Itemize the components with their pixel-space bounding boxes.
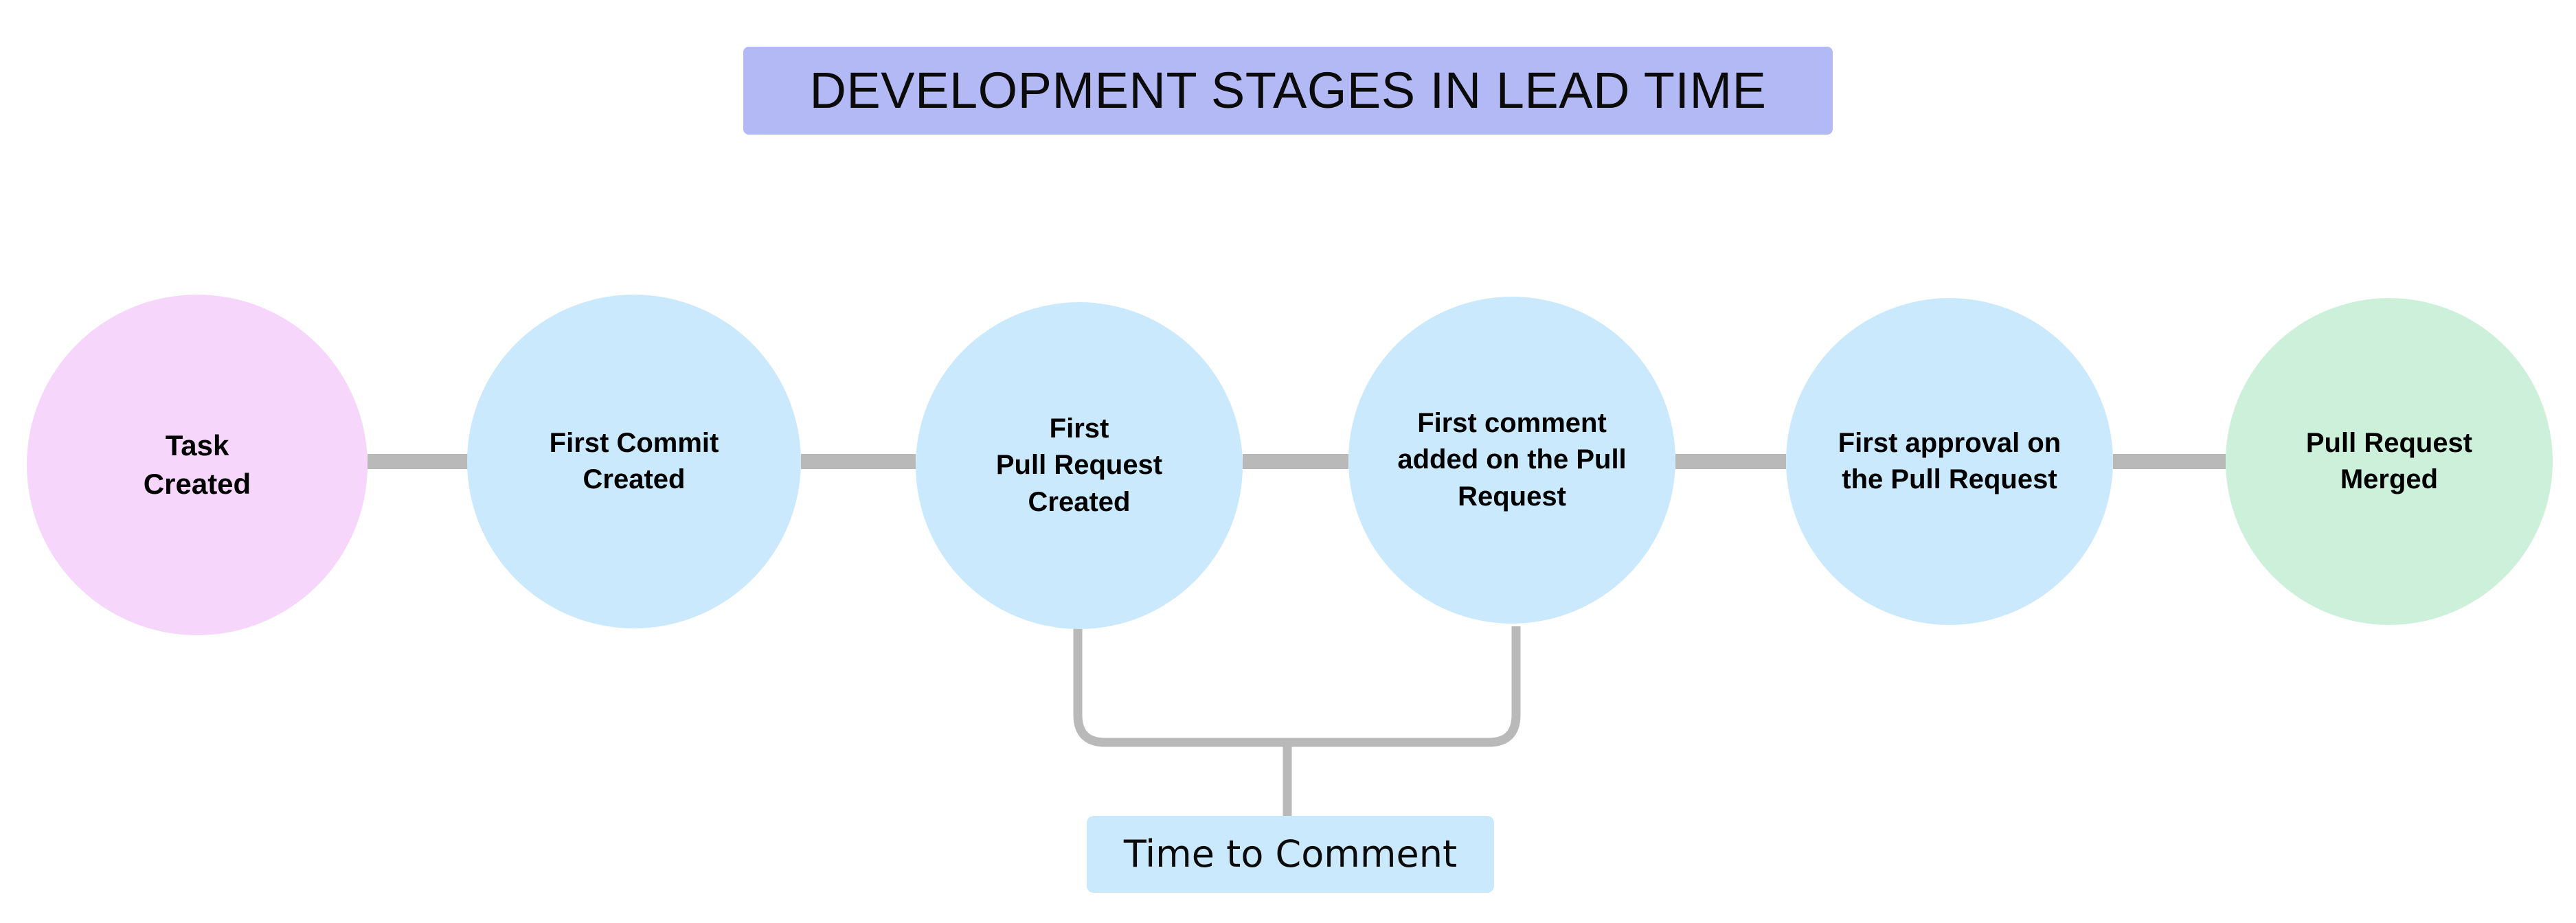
bracket-left-arm — [1073, 626, 1287, 747]
annotation-bracket — [1073, 626, 1521, 817]
stage-label-line: Merged — [2340, 464, 2439, 494]
connector-link-2-3 — [801, 454, 916, 469]
stage-label-line: First Commit — [549, 427, 719, 458]
connector-link-5-6 — [2113, 454, 2226, 469]
stage-label-line: Pull Request — [2305, 427, 2473, 458]
stage-label-first-pull-request-created: First Pull Request Created — [984, 411, 1175, 521]
connector-link-1-2 — [368, 454, 474, 469]
stage-node-first-comment-added[interactable]: First comment added on the Pull Request — [1348, 297, 1675, 624]
stage-node-first-commit-created[interactable]: First Commit Created — [467, 295, 801, 628]
stage-label-task-created: Task Created — [131, 426, 263, 503]
stage-node-pull-request-merged[interactable]: Pull Request Merged — [2226, 298, 2553, 625]
connector-link-4-5 — [1675, 454, 1786, 469]
stage-label-line: the Pull Request — [1842, 464, 2057, 494]
diagram-title-banner: DEVELOPMENT STAGES IN LEAD TIME — [743, 47, 1833, 135]
stage-label-line: Created — [143, 468, 251, 500]
annotation-time-to-comment[interactable]: Time to Comment — [1087, 816, 1494, 893]
stage-label-line: Task — [165, 429, 229, 462]
stage-label-line: Created — [1028, 486, 1131, 517]
stage-label-pull-request-merged: Pull Request Merged — [2294, 425, 2485, 498]
annotation-label: Time to Comment — [1123, 832, 1458, 876]
bracket-right-arm — [1287, 626, 1521, 747]
stage-node-task-created[interactable]: Task Created — [27, 295, 368, 635]
page-title: DEVELOPMENT STAGES IN LEAD TIME — [809, 62, 1767, 119]
stage-label-line: Request — [1458, 481, 1566, 512]
stage-node-first-pull-request-created[interactable]: First Pull Request Created — [916, 302, 1243, 629]
stage-links — [368, 454, 2226, 469]
stage-label-line: added on the Pull — [1397, 444, 1627, 475]
stage-label-first-comment-added: First comment added on the Pull Request — [1385, 405, 1638, 515]
stage-node-first-approval[interactable]: First approval on the Pull Request — [1786, 298, 2113, 625]
stage-label-line: First comment — [1417, 408, 1607, 439]
stage-label-line: First approval on — [1838, 427, 2061, 458]
stage-label-line: Created — [583, 464, 686, 494]
stage-label-first-approval: First approval on the Pull Request — [1826, 425, 2074, 498]
connector-link-3-4 — [1243, 454, 1348, 469]
stage-label-line: Pull Request — [995, 450, 1163, 481]
stage-label-line: First — [1049, 413, 1109, 444]
stage-label-first-commit-created: First Commit Created — [537, 425, 732, 498]
